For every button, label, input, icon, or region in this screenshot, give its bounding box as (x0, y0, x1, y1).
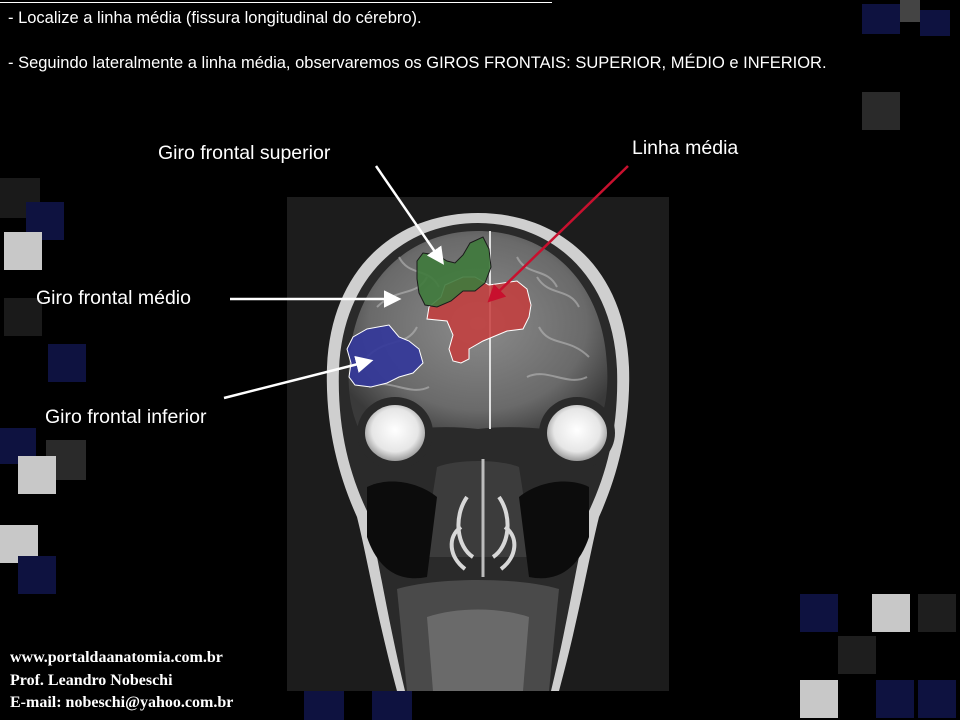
eye-left (365, 405, 425, 461)
label-giro-frontal-inferior: Giro frontal inferior (45, 406, 207, 428)
square (304, 690, 344, 720)
nasal-turbinates (449, 495, 517, 571)
square (918, 594, 956, 632)
maxillary-sinus-right (519, 481, 589, 579)
square (4, 232, 42, 270)
square (862, 4, 900, 34)
square (4, 298, 42, 336)
maxillary-sinus-left (367, 481, 437, 579)
footer-professor: Prof. Leandro Nobeschi (10, 671, 173, 689)
instruction-line-2: - Seguindo lateralmente a linha média, o… (8, 54, 827, 72)
tongue (427, 609, 529, 691)
square (872, 594, 910, 632)
superior-frontal-gyrus-highlight (416, 236, 492, 308)
square (876, 680, 914, 718)
mri-coronal-image (287, 197, 669, 691)
footer-website: www.portaldaanatomia.com.br (10, 649, 223, 666)
eye-right (547, 405, 607, 461)
header-rule (0, 2, 552, 3)
square (800, 680, 838, 718)
arrow-inferior (223, 355, 374, 400)
square (48, 344, 86, 382)
square (372, 690, 412, 720)
label-giro-frontal-medio: Giro frontal médio (36, 287, 191, 309)
footer-email: E-mail: nobeschi@yahoo.com.br (10, 694, 234, 711)
square (920, 10, 950, 36)
arrow-linha-media (487, 165, 629, 303)
instruction-line-1: - Localize a linha média (fissura longit… (8, 9, 422, 27)
label-linha-media: Linha média (632, 137, 739, 159)
square (900, 0, 920, 22)
arrow-superior (374, 165, 444, 265)
square (918, 680, 956, 718)
square (862, 92, 900, 130)
square (838, 636, 876, 674)
footer-credits: www.portaldaanatomia.com.br Prof. Leandr… (10, 647, 233, 715)
square (800, 594, 838, 632)
square (18, 556, 56, 594)
square (18, 456, 56, 494)
label-giro-frontal-superior: Giro frontal superior (158, 142, 331, 164)
